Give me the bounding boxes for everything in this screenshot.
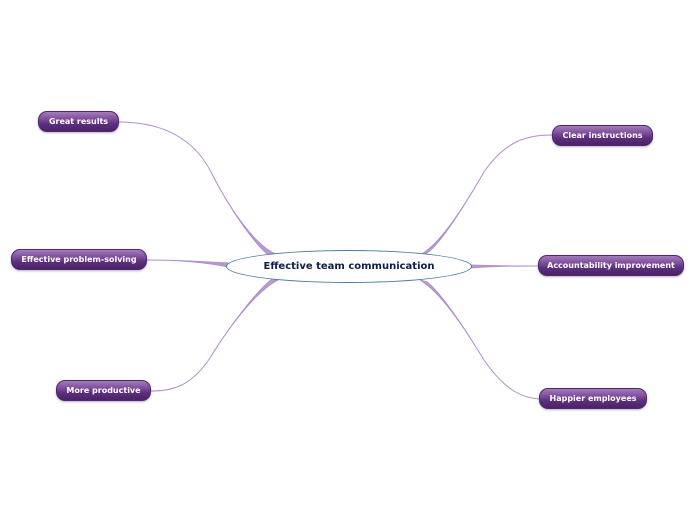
connector-great-results — [118, 121, 279, 257]
central-topic[interactable]: Effective team communication — [226, 250, 472, 283]
topic-more-productive[interactable]: More productive — [56, 380, 151, 401]
connector-happier-employees — [419, 279, 540, 400]
topic-label: Clear instructions — [562, 131, 643, 140]
topic-effective-problem-solving[interactable]: Effective problem-solving — [11, 249, 147, 270]
connector-accountability-improvement — [469, 264, 539, 269]
connector-more-productive — [150, 278, 280, 392]
central-topic-label: Effective team communication — [263, 261, 435, 272]
topic-great-results[interactable]: Great results — [38, 111, 119, 132]
topic-accountability-improvement[interactable]: Accountability improvement — [538, 255, 684, 276]
topic-label: Happier employees — [549, 394, 637, 403]
connector-effective-problem-solving — [146, 259, 229, 268]
topic-happier-employees[interactable]: Happier employees — [539, 388, 647, 409]
topic-label: More productive — [66, 386, 141, 395]
topic-label: Great results — [48, 117, 109, 126]
topic-label: Accountability improvement — [547, 261, 675, 270]
topic-clear-instructions[interactable]: Clear instructions — [552, 125, 653, 146]
topic-label: Effective problem-solving — [21, 255, 137, 264]
connector-clear-instructions — [419, 134, 553, 256]
